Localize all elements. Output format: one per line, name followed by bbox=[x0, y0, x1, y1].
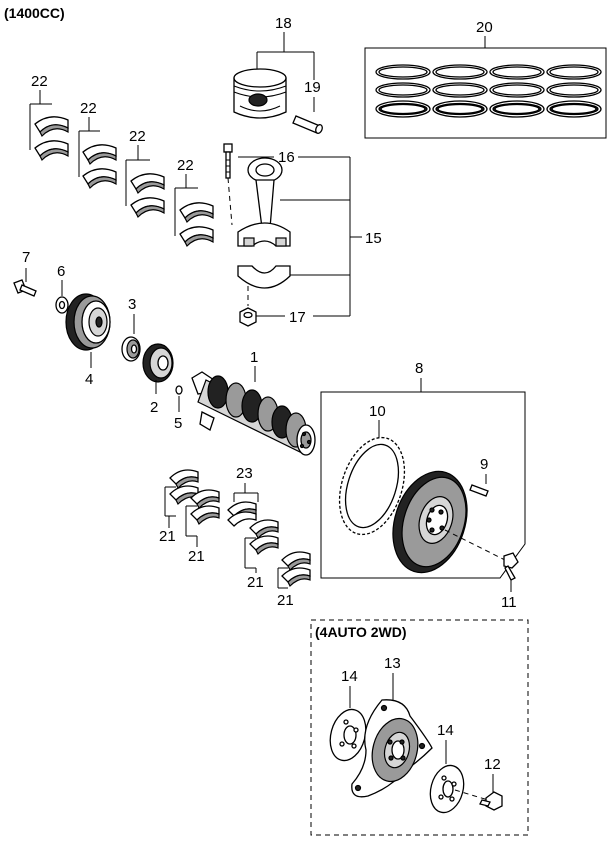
callout-21-d: 21 bbox=[277, 592, 294, 609]
piston-ring-set-box bbox=[364, 47, 607, 139]
callout-22-a: 22 bbox=[31, 73, 48, 90]
callout-21-a: 21 bbox=[159, 528, 176, 545]
callout-2: 2 bbox=[150, 399, 158, 416]
drive-plate bbox=[351, 699, 433, 798]
callout-1: 1 bbox=[250, 349, 258, 366]
woodruff-key bbox=[175, 385, 183, 395]
callout-20: 20 bbox=[476, 19, 493, 36]
crankshaft bbox=[191, 371, 316, 456]
crankshaft-sprocket bbox=[142, 343, 174, 383]
callout-9: 9 bbox=[480, 456, 488, 473]
piston bbox=[233, 68, 287, 119]
callout-22-b: 22 bbox=[80, 100, 97, 117]
pulley-bolt bbox=[13, 279, 37, 297]
variant-header: (4AUTO 2WD) bbox=[315, 624, 407, 640]
timing-belt-guide bbox=[121, 336, 141, 362]
callout-8: 8 bbox=[415, 360, 423, 377]
con-rod-cap bbox=[237, 265, 291, 306]
piston-pin bbox=[292, 115, 323, 134]
flywheel bbox=[392, 470, 468, 574]
callout-19: 19 bbox=[304, 79, 321, 96]
callout-11: 11 bbox=[501, 594, 517, 611]
callout-21-b: 21 bbox=[188, 548, 205, 565]
pulley-washer bbox=[55, 296, 69, 314]
callout-22-d: 22 bbox=[177, 157, 194, 174]
callout-16: 16 bbox=[278, 149, 295, 166]
ring-gear bbox=[338, 436, 406, 536]
callout-17: 17 bbox=[289, 309, 306, 326]
callout-3: 3 bbox=[128, 296, 136, 313]
con-rod-nut bbox=[239, 307, 257, 327]
auto-transmission-box bbox=[310, 619, 529, 836]
callout-22-c: 22 bbox=[129, 128, 146, 145]
engine-size-header: (1400CC) bbox=[4, 5, 65, 21]
callout-14-b: 14 bbox=[437, 722, 454, 739]
adapter-plate-front bbox=[329, 708, 367, 762]
callout-5: 5 bbox=[174, 415, 182, 432]
adapter-plate-rear bbox=[429, 764, 465, 814]
piston-ring-sets bbox=[375, 64, 602, 118]
callout-12: 12 bbox=[484, 756, 501, 773]
drive-plate-bolt bbox=[479, 791, 503, 811]
dowel-pin bbox=[469, 484, 489, 497]
callout-15: 15 bbox=[365, 230, 382, 247]
con-rod-bearing-group: 22 22 22 22 bbox=[29, 73, 214, 247]
callout-21-c: 21 bbox=[247, 574, 264, 591]
callout-13: 13 bbox=[384, 655, 401, 672]
callout-6: 6 bbox=[57, 263, 65, 280]
crankshaft-pulley bbox=[65, 293, 111, 351]
connecting-rod bbox=[237, 157, 291, 247]
callout-7: 7 bbox=[22, 249, 30, 266]
callout-23: 23 bbox=[236, 465, 253, 482]
callout-4: 4 bbox=[85, 371, 93, 388]
callout-10: 10 bbox=[369, 403, 386, 420]
callout-14-a: 14 bbox=[341, 668, 358, 685]
callout-18: 18 bbox=[275, 15, 292, 32]
main-bearing-group: 21 21 21 21 23 bbox=[159, 465, 311, 609]
con-rod-bolt bbox=[223, 143, 233, 226]
flywheel-bolt bbox=[503, 552, 519, 581]
